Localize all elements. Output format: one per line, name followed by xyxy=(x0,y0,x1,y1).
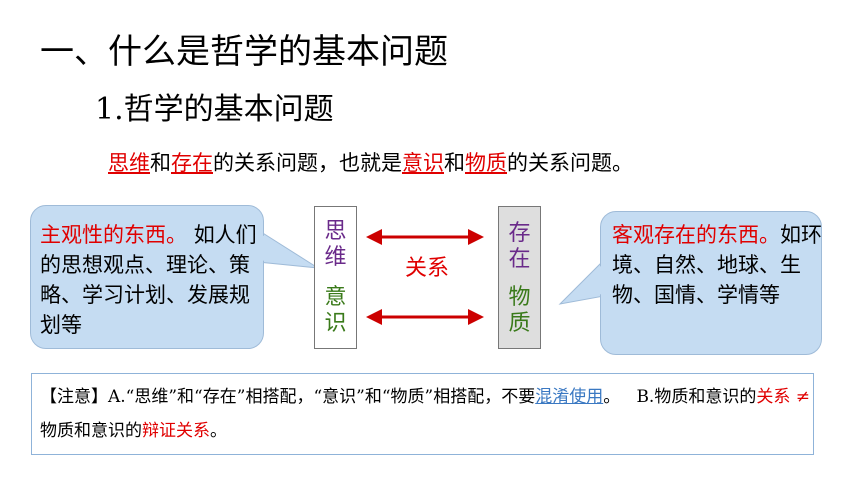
note-part-b2: 物质和意识的 xyxy=(40,421,142,441)
subjective-examples: 如人们的思想观点、理论、策略、学习计划、发展规划等 xyxy=(40,223,257,337)
note-link-confuse[interactable]: 混淆使用 xyxy=(535,387,604,407)
note-part-b: B.物质和意识的 xyxy=(636,387,757,407)
double-arrow-top xyxy=(366,229,484,245)
not-equal-symbol: ≠ xyxy=(795,387,810,407)
statement-end: 的关系问题。 xyxy=(507,151,633,175)
objective-label: 客观存在的东西。 xyxy=(612,223,780,247)
objective-examples: 如环境、自然、地球、生物、国情、学情等 xyxy=(612,223,822,307)
box-left-char: 思 xyxy=(324,219,347,244)
left-callout xyxy=(30,205,264,349)
subjective-label: 主观性的东西。 xyxy=(40,223,187,247)
right-callout xyxy=(600,211,822,355)
term-thinking: 思维 xyxy=(108,151,150,175)
main-statement: 思维和存在的关系问题，也就是意识和物质的关系问题。 xyxy=(108,148,633,178)
statement-middle: 的关系问题，也就是 xyxy=(213,151,402,175)
term-consciousness: 意识 xyxy=(402,151,444,175)
box-right-char: 物 xyxy=(508,285,531,310)
note-part-a: 【注意】A.“思维”和“存在”相搭配，“意识”和“物质”相搭配，不要 xyxy=(40,387,536,407)
existence-matter-box: 存 在 物 质 xyxy=(498,206,541,349)
statement-and-2: 和 xyxy=(444,151,465,175)
note-box xyxy=(31,373,814,455)
term-matter: 物质 xyxy=(465,151,507,175)
page-title: 一、什么是哲学的基本问题 xyxy=(40,32,448,72)
subtitle-text: 哲学的基本问题 xyxy=(123,92,334,127)
section-subtitle: 1.哲学的基本问题 xyxy=(95,90,334,130)
left-callout-text: 主观性的东西。 如人们的思想观点、理论、策略、学习计划、发展规划等 xyxy=(40,220,260,340)
note-punct: 。 xyxy=(603,387,621,407)
box-right-char: 质 xyxy=(508,311,531,336)
box-left-char: 意 xyxy=(324,285,347,310)
subtitle-number: 1. xyxy=(95,92,124,127)
statement-and-1: 和 xyxy=(150,151,171,175)
term-existence: 存在 xyxy=(171,151,213,175)
box-right-char: 存 xyxy=(508,221,531,246)
double-arrow-bottom xyxy=(366,309,484,325)
note-end: 。 xyxy=(210,421,227,441)
thinking-consciousness-box: 思 维 意 识 xyxy=(314,206,357,349)
box-right-char: 在 xyxy=(508,247,531,272)
note-text: 【注意】A.“思维”和“存在”相搭配，“意识”和“物质”相搭配，不要混淆使用。 … xyxy=(40,380,810,448)
note-dialectic: 辩证关系 xyxy=(142,421,210,441)
relation-label: 关系 xyxy=(405,256,450,281)
note-relation: 关系 xyxy=(756,387,791,407)
box-left-char: 识 xyxy=(324,311,347,336)
box-left-char: 维 xyxy=(324,245,347,270)
right-callout-text: 客观存在的东西。如环境、自然、地球、生物、国情、学情等 xyxy=(612,220,822,310)
